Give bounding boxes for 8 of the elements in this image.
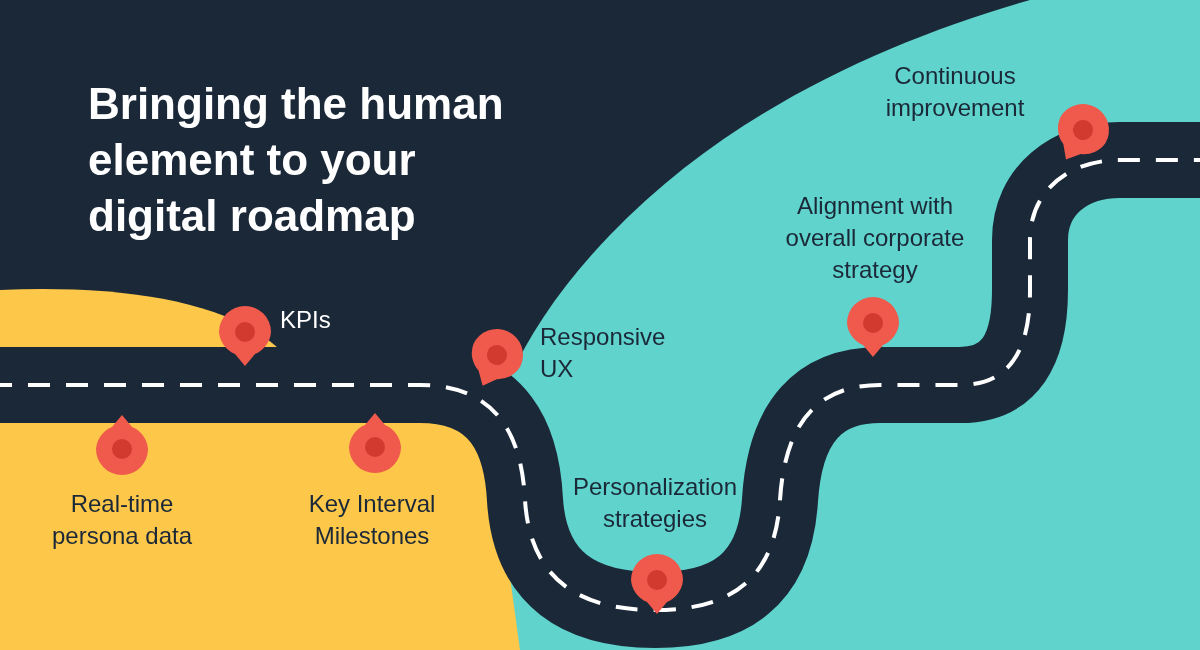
milestone-label: Personalization strategies	[571, 472, 739, 534]
milestone-label: Key Interval Milestones	[307, 489, 437, 551]
milestone-label: Real-time persona data	[50, 489, 194, 551]
milestone-label: Responsive UX	[540, 322, 667, 384]
title: Bringing the human element to your digital roadmap	[88, 78, 505, 242]
milestone-label: Continuous improvement	[884, 61, 1026, 123]
milestone-label: KPIs	[280, 305, 332, 335]
milestone-label: Alignment with overall corporate strategy	[784, 191, 966, 285]
